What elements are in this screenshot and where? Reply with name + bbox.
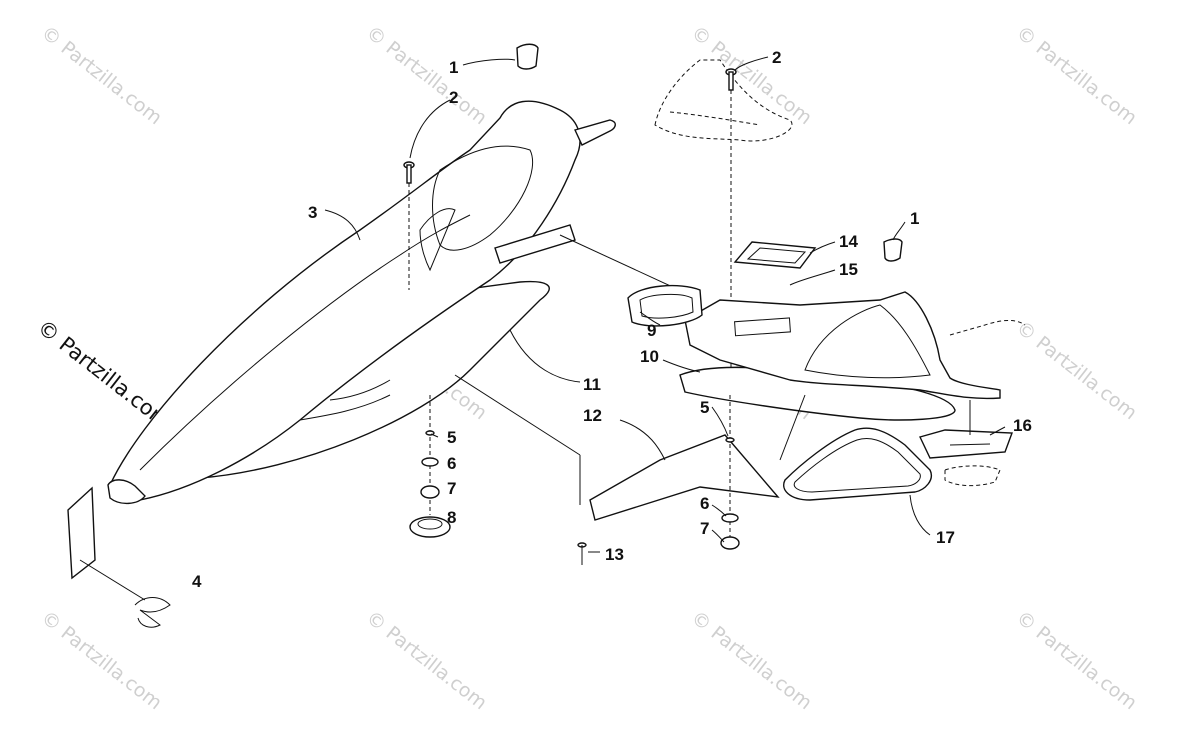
callout-16: 16	[1013, 416, 1032, 435]
hood-tail-spike	[574, 119, 616, 146]
decal-tag	[67, 486, 96, 580]
callout-5: 5	[700, 398, 709, 417]
watermark: © Partzilla.com	[1012, 607, 1141, 715]
duct-gasket	[627, 284, 703, 327]
reflector-plate	[919, 429, 1013, 459]
screw-left	[403, 161, 415, 290]
watermark: © Partzilla.com	[37, 22, 166, 130]
hood-cowl	[109, 100, 581, 502]
callout-3: 3	[308, 203, 317, 222]
tray-cover-plate	[733, 241, 817, 269]
callout-9: 9	[647, 321, 656, 340]
pin-rivet	[577, 542, 587, 565]
callouts: 1 2 3 4 5 6 7 8 11 12 13 2 14 15 1 9 10 …	[192, 48, 1032, 591]
washer-flat	[721, 513, 739, 523]
hair-pin-clip	[134, 597, 171, 628]
hood-decal-recess	[494, 224, 576, 264]
fastener-stack-left	[409, 395, 451, 538]
callout-4: 4	[192, 572, 202, 591]
rear-bracket-reference	[949, 320, 1026, 336]
callout-15: 15	[839, 260, 858, 279]
bumper-pad-top	[516, 43, 539, 70]
callout-6: 6	[700, 494, 709, 513]
grommet-large	[409, 516, 451, 538]
callout-leaders	[324, 56, 1006, 553]
callout-13: 13	[605, 545, 624, 564]
callout-17: 17	[936, 528, 955, 547]
hull-pan-shade	[299, 379, 391, 421]
callout-7: 7	[700, 519, 709, 538]
nut	[420, 485, 440, 499]
watermark: © Partzilla.com	[687, 22, 816, 130]
hood-windscreen-opening	[432, 145, 534, 251]
watermark: © Partzilla.com	[1012, 317, 1141, 425]
reflector-ghost	[944, 465, 1001, 487]
washer-small	[725, 437, 735, 443]
seat-tray-inner	[804, 304, 931, 379]
hood-crease	[139, 214, 471, 471]
watermark: © Partzilla.com	[362, 22, 491, 130]
callout-1: 1	[910, 209, 919, 228]
callout-8: 8	[447, 508, 456, 527]
callout-14: 14	[839, 232, 858, 251]
upper-body-reference	[654, 59, 793, 142]
seat-tray	[684, 291, 1001, 400]
callout-5: 5	[447, 428, 456, 447]
callout-7: 7	[447, 479, 456, 498]
watermark: © Partzilla.com	[362, 607, 491, 715]
hood-side-vent	[419, 208, 456, 272]
callout-1: 1	[449, 58, 458, 77]
washer-flat	[421, 457, 439, 467]
callout-10: 10	[640, 347, 659, 366]
callout-2: 2	[449, 88, 458, 107]
callout-11: 11	[583, 375, 601, 394]
callout-12: 12	[583, 406, 602, 425]
callout-6: 6	[447, 454, 456, 473]
hull-bracket	[589, 434, 780, 521]
watermark: © Partzilla.com	[37, 607, 166, 715]
hood-nose-tip	[107, 479, 146, 505]
watermark: © Partzilla.com	[687, 607, 816, 715]
bumper-pad-right	[883, 238, 903, 262]
seat-seal-gasket	[783, 427, 932, 501]
watermark: © Partzilla.com	[1012, 22, 1141, 130]
seat-tray-slot	[734, 317, 791, 337]
callout-2: 2	[772, 48, 781, 67]
nut	[720, 536, 740, 550]
